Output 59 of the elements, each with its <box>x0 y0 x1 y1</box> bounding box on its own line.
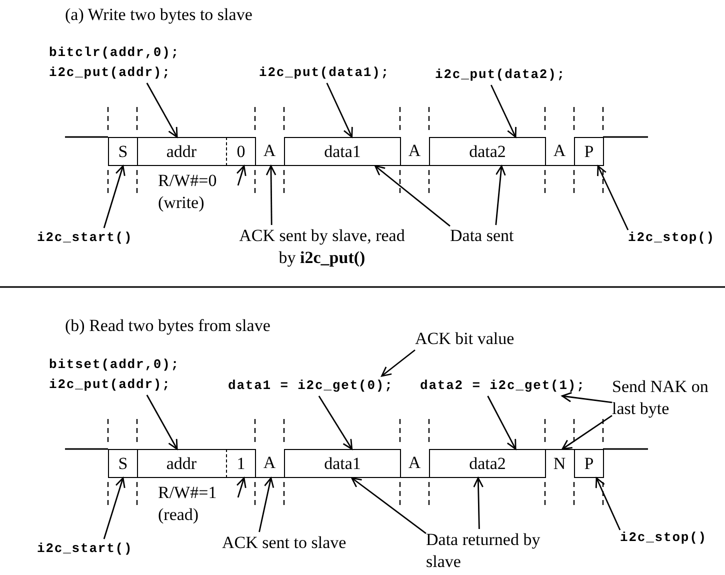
bit-field: S <box>108 449 138 478</box>
bit-field: 0 <box>226 137 256 166</box>
annotation: R/W#=1 (read) <box>158 482 238 526</box>
arrow <box>595 477 621 530</box>
arrow <box>473 477 484 530</box>
arrow <box>103 165 126 228</box>
arrow <box>258 477 274 532</box>
bit-field: 1 <box>226 449 256 478</box>
panel-heading: (b) Read two bytes from slave <box>65 315 270 337</box>
annotation: ACK sent by slave, read by i2c_put() <box>232 225 412 269</box>
arrow <box>146 394 178 450</box>
bit-field: A <box>400 449 429 478</box>
code-annotation: i2c_start() <box>37 539 133 559</box>
arrow <box>103 477 126 540</box>
arrow <box>490 84 517 138</box>
arrow <box>597 165 629 230</box>
code-annotation: i2c_stop() <box>628 228 716 248</box>
arrow <box>374 165 450 227</box>
arrow <box>236 165 246 186</box>
bit-field: N <box>545 449 574 478</box>
panel-heading: (a) Write two bytes to slave <box>65 4 252 26</box>
bit-field: S <box>108 137 138 166</box>
arrow <box>146 82 178 138</box>
arrow <box>326 82 353 138</box>
arrow <box>236 477 246 498</box>
arrow <box>495 165 506 226</box>
code-annotation: i2c_put(data2); <box>435 65 566 85</box>
bit-field: A <box>255 449 284 478</box>
arrow <box>318 396 353 450</box>
arrow <box>381 349 416 377</box>
arrow <box>487 396 516 450</box>
arrow <box>562 415 612 450</box>
arrow <box>561 392 612 404</box>
code-annotation: i2c_put(data1); <box>259 63 390 83</box>
arrow <box>351 477 426 534</box>
bit-field: addr <box>137 449 226 478</box>
code-annotation: i2c_start() <box>37 228 133 248</box>
arrow <box>266 165 276 225</box>
annotation: ACK sent to slave <box>222 532 346 554</box>
bit-field: data2 <box>429 449 546 478</box>
annotation: Data sent <box>450 225 514 247</box>
code-annotation: data2 = i2c_get(1); <box>420 376 586 396</box>
bit-field: P <box>574 449 604 478</box>
code-annotation: bitclr(addr,0); i2c_put(addr); <box>49 43 180 83</box>
code-annotation: bitset(addr,0); i2c_put(addr); <box>49 355 180 395</box>
code-annotation: i2c_stop() <box>620 528 708 548</box>
annotation: R/W#=0 (write) <box>158 170 238 214</box>
annotation: Data returned by slave <box>426 529 566 573</box>
bit-field: data1 <box>284 449 401 478</box>
bit-field: A <box>400 137 429 166</box>
bit-field: addr <box>137 137 226 166</box>
bit-field: data1 <box>284 137 401 166</box>
annotation: ACK bit value <box>415 328 514 350</box>
bit-field: A <box>255 137 284 166</box>
annotation: Send NAK on last byte <box>612 376 724 420</box>
bit-field: P <box>574 137 604 166</box>
code-annotation: data1 = i2c_get(0); <box>228 376 394 396</box>
bit-field: data2 <box>429 137 546 166</box>
bit-field: A <box>545 137 574 166</box>
